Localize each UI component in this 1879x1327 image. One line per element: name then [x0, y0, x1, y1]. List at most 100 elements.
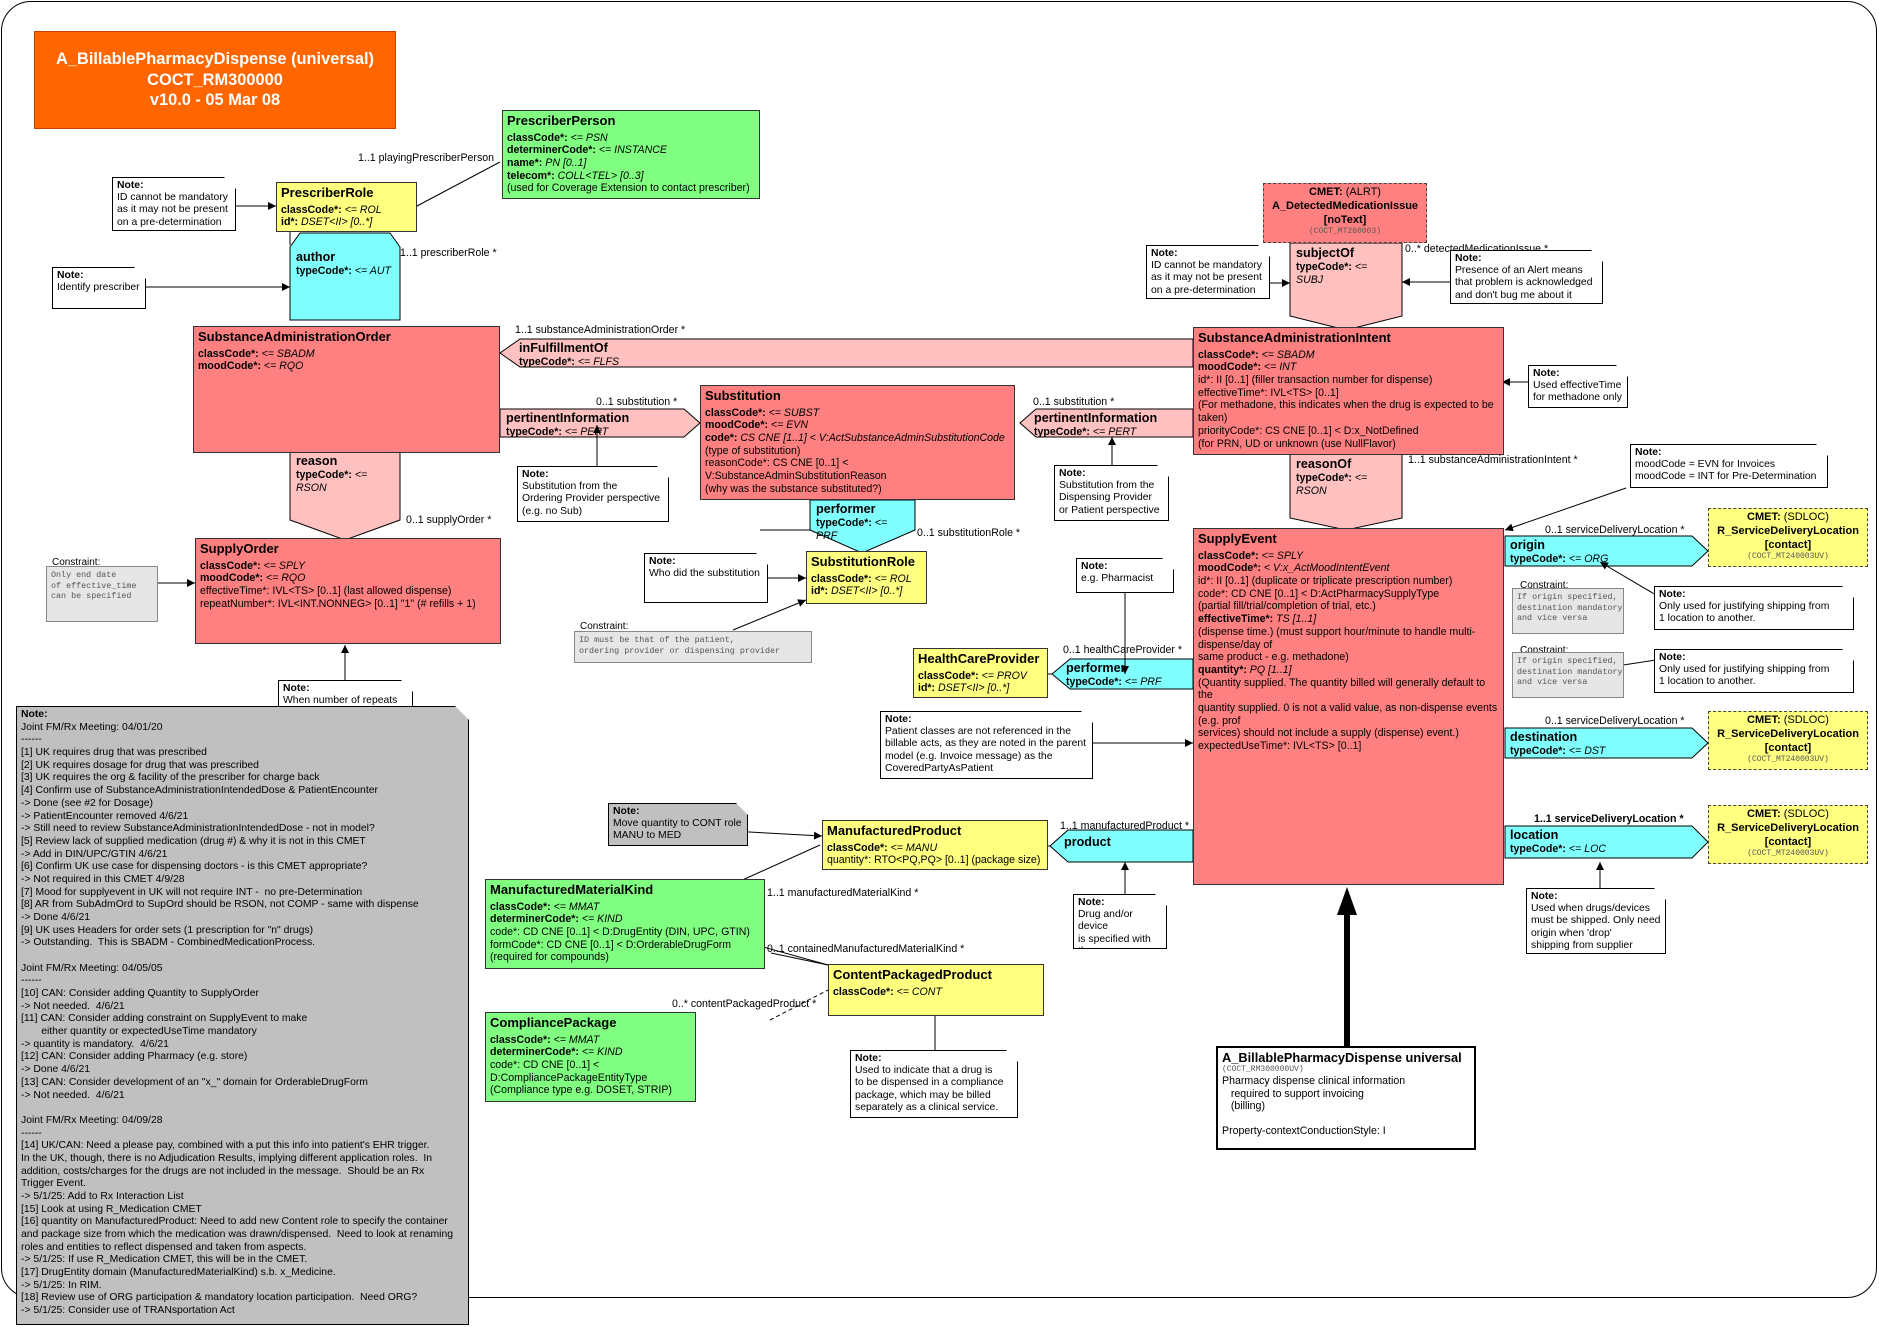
attribute-text: (why was the substance substituted?): [705, 482, 882, 495]
meeting-note-line: -> Not needed. 4/6/21: [21, 1089, 125, 1101]
attribute-text: (for PRN, UD or unknown (use NullFlavor): [1198, 437, 1396, 450]
attribute-name: classCode*:: [200, 559, 264, 572]
class-attribute: effectiveTime*: IVL<TS> [0..1] (last all…: [196, 585, 500, 598]
note-line: Presence of an Alert means: [1455, 265, 1583, 277]
class-attribute: code*: CD CNE [0..1] < D:ActPharmacySupp…: [1194, 588, 1503, 601]
note-line: is specified with the: [1078, 933, 1151, 945]
class-attribute: moodCode*: <= RQO: [196, 572, 500, 585]
class-name: SupplyOrder: [200, 541, 279, 556]
type-code-value: <= AUT: [354, 265, 391, 278]
attribute-value: <= SPLY: [263, 559, 306, 572]
class-name: PrescriberPerson: [507, 113, 616, 128]
meeting-note-line: ------: [21, 1127, 42, 1139]
attribute-text: effectiveTime*: IVL<TS> [0..1]: [1198, 386, 1339, 399]
class-attribute: (for PRN, UD or unknown (use NullFlavor): [1194, 438, 1503, 451]
attribute-name: name*:: [507, 157, 546, 169]
entry-point-code: (COCT_RM300000UV): [1222, 1065, 1304, 1075]
type-code-value: <= PRF: [1124, 676, 1162, 689]
cmet-header: CMET: (SDLOC): [1712, 714, 1864, 728]
constraint-substitution-role: ID must be that of the patient, ordering…: [574, 631, 812, 663]
note-line: as it may not be present: [117, 204, 228, 216]
attribute-name: classCode*:: [705, 406, 769, 419]
meeting-note-line: [18] Review use of ORG participation & m…: [21, 1292, 418, 1304]
type-code-label: typeCode*:: [1296, 472, 1355, 485]
type-code-value: <= PRF: [816, 517, 888, 542]
meeting-note-line: -> Done 4/6/21: [21, 912, 91, 923]
model-title-id: COCT_RM300000: [147, 70, 283, 89]
relationship-type: typeCode*: <= PRF: [816, 517, 910, 542]
class-attribute: code*: CD CNE [0..1] <: [486, 1059, 695, 1072]
model-title: A_BillablePharmacyDispense (universal) C…: [34, 31, 396, 129]
class-attribute: (For methadone, this indicates when the …: [1194, 399, 1503, 424]
type-code-label: typeCode*:: [296, 265, 355, 278]
relationship-name: reason: [296, 454, 338, 468]
meeting-note-line: [9] UK uses Headers for order sets (1 pr…: [21, 924, 314, 936]
attribute-value: <= MANU: [890, 841, 938, 854]
assoc-content-packaged-product: 0..* contentPackagedProduct *: [672, 998, 817, 1010]
relationship-type: typeCode*: <= DST: [1510, 745, 1682, 758]
cmet-variant: [noText]: [1323, 213, 1367, 226]
attribute-name: classCode*:: [198, 347, 262, 360]
note-line: separately as a clinical service.: [855, 1101, 999, 1113]
note-head: Note:: [1455, 253, 1482, 264]
meeting-note-line: [7] Mood for supplyevent in UK will not …: [21, 886, 363, 898]
attribute-name: telecom*:: [507, 169, 558, 182]
note-line: Used effectiveTime: [1533, 380, 1622, 392]
note-line: Used when drugs/devices: [1531, 903, 1650, 915]
meeting-note-line: [6] Confirm UK use case for dispensing d…: [21, 861, 368, 873]
entry-line: [1222, 1113, 1470, 1125]
note-repeats: Note:When number of repeats: [278, 680, 413, 708]
attribute-name: moodCode*:: [705, 419, 771, 432]
class-attribute: (dispense time.) (must support hour/minu…: [1194, 626, 1503, 651]
arc-origin-shape: [1504, 535, 1709, 567]
type-code-label: typeCode*:: [519, 356, 578, 369]
meeting-note-line: Joint FM/Rx Meeting: 04/09/28: [21, 1114, 163, 1126]
relationship-name: pertinentInformation: [506, 411, 630, 425]
meeting-note-line: [21, 950, 464, 963]
meeting-notes-head: Note:: [21, 709, 48, 720]
attribute-text: (required for compounds): [490, 951, 609, 964]
class-name: ManufacturedMaterialKind: [490, 882, 654, 897]
note-line: model (e.g. Invoice message) as the: [885, 750, 1053, 762]
cmet-label: CMET:: [1747, 714, 1784, 726]
class-attribute: (Quantity supplied. The quantity billed …: [1194, 677, 1503, 702]
type-code-label: typeCode*:: [296, 469, 355, 482]
attribute-name: determinerCode*:: [490, 1046, 582, 1059]
type-code-label: typeCode*:: [1296, 261, 1355, 274]
type-code-label: typeCode*:: [816, 517, 875, 530]
meeting-note-line: addition, costs/charges for the drugs ar…: [21, 1165, 425, 1177]
meeting-note-line: -> 5/1/25: Consider use of TRANsportatio…: [21, 1305, 235, 1317]
attribute-text: priorityCode*: CS CNE [0..1] < D:x_NotDe…: [1198, 424, 1419, 437]
cmet-code: (ALRT): [1345, 186, 1381, 198]
assoc-prescriber-role: 1..1 prescriberRole *: [400, 247, 497, 259]
cmet-header: CMET: (ALRT): [1267, 186, 1423, 200]
relationship-type: typeCode*: <= RSON: [1296, 472, 1396, 497]
cmet-name: R_ServiceDeliveryLocation: [1717, 727, 1859, 740]
class-attribute: classCode*: <= SBADM: [194, 348, 499, 361]
meeting-note-line: [21, 1102, 464, 1115]
note-head: Note:: [283, 683, 310, 694]
type-code-label: typeCode*:: [1510, 745, 1569, 758]
note-head: Note:: [57, 270, 84, 281]
note-line: Substitution from the: [522, 481, 618, 493]
meeting-note-line: [5] Review lack of supplied medication (…: [21, 835, 366, 847]
attribute-value: <= ROL: [344, 203, 382, 216]
class-attribute: D:CompliancePackageEntityType: [486, 1072, 695, 1085]
cmet-variant: [contact]: [1764, 835, 1812, 848]
note-line: MANU to MED: [613, 830, 682, 842]
relationship-name: pertinentInformation: [1034, 411, 1158, 425]
note-head: Note:: [1059, 468, 1086, 479]
note-origin-shipping: Note:Only used for justifying shipping f…: [1654, 586, 1854, 630]
attribute-value: <= RQO: [263, 360, 304, 373]
attribute-text: reasonCode*: CS CNE [0..1] <: [705, 457, 849, 470]
relationship-type: typeCode*: <= SUBJ: [1296, 261, 1396, 286]
relationship-type: typeCode*: <= PERT: [506, 426, 678, 439]
class-attribute: classCode*: <= SUBST: [701, 407, 1014, 420]
model-title-name: A_BillablePharmacyDispense (universal): [56, 50, 374, 68]
cmet-label: CMET:: [1309, 186, 1346, 198]
cmet-model-id: (COCT_MT240003UV): [1747, 849, 1829, 859]
class-attribute: id*: DSET<II> [0..*]: [807, 585, 926, 598]
cmet-service-delivery-location-location: CMET: (SDLOC)R_ServiceDeliveryLocation[c…: [1708, 805, 1868, 864]
